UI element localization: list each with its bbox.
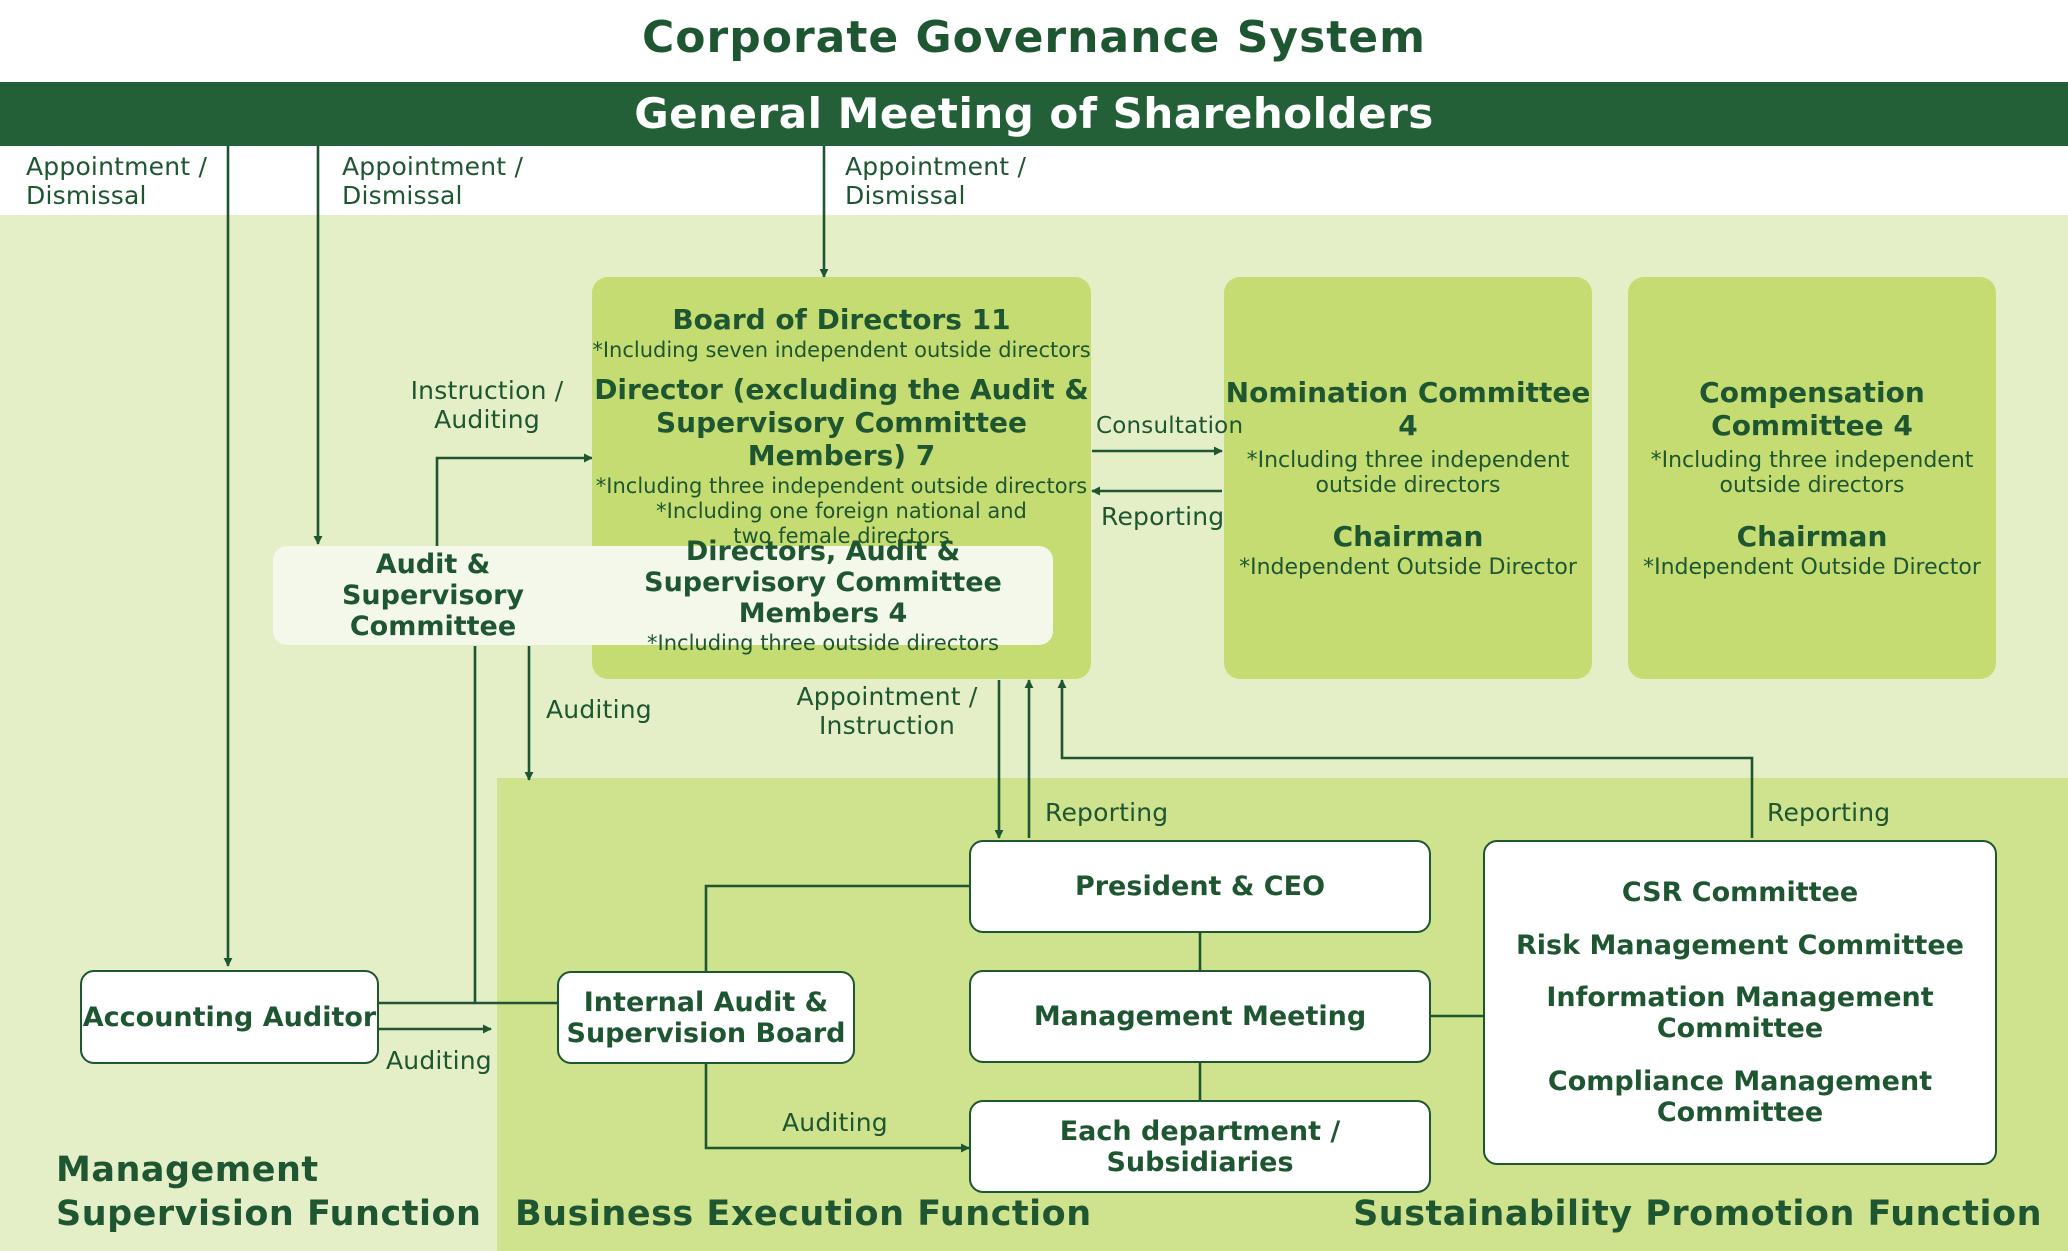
label-instruction-auditing: Instruction /Auditing: [410, 376, 564, 434]
arrow-internal-audit-departments: [704, 1063, 970, 1153]
compensation-chair: Chairman: [1736, 520, 1888, 553]
departments-box: Each department / Subsidiaries: [969, 1100, 1431, 1193]
nomination-committee-box: Nomination Committee 4 *Including three …: [1224, 277, 1592, 679]
label-appointment-dismissal-2: Appointment /Dismissal: [342, 152, 524, 210]
label-reporting-ceo: Reporting: [1045, 798, 1169, 827]
line-ceo-internal-audit: [704, 884, 969, 971]
risk-management-committee: Risk Management Committee: [1516, 929, 1964, 961]
arrow-reporting-sustainability: [1057, 679, 1754, 838]
audit-supervisory-committee-box: [273, 546, 1053, 645]
label-sustainability-promotion-function: Sustainability Promotion Function: [1353, 1194, 2042, 1234]
nomination-chair-note: *Independent Outside Director: [1239, 555, 1577, 580]
compensation-chair-note: *Independent Outside Director: [1643, 555, 1981, 580]
label-appointment-dismissal-3: Appointment /Dismissal: [845, 152, 1027, 210]
csr-committee: CSR Committee: [1621, 877, 1859, 909]
information-management-committee: Information Management Committee: [1546, 982, 1934, 1045]
label-business-execution-function: Business Execution Function: [515, 1194, 1092, 1234]
label-consultation: Consultation: [1096, 413, 1244, 439]
label-auditing-internal: Auditing: [782, 1108, 888, 1137]
director-title: Director (excluding the Audit &Superviso…: [594, 373, 1089, 472]
board-title: Board of Directors 11: [672, 303, 1011, 336]
sustainability-committees-box: CSR Committee Risk Management Committee …: [1483, 840, 1997, 1165]
line-committee-internal-audit: [473, 646, 557, 1005]
arrow-instruction-auditing: [435, 453, 593, 546]
page-title: Corporate Governance System: [642, 12, 1426, 63]
label-appointment-instruction: Appointment /Instruction: [796, 682, 978, 740]
asc-members: Directors, Audit &Supervisory Committee …: [593, 536, 1053, 655]
shareholders-bar: General Meeting of Shareholders: [0, 82, 2068, 146]
label-auditing-auditor: Auditing: [386, 1046, 492, 1075]
label-auditing-committee: Auditing: [546, 695, 652, 724]
asc-members-title: Directors, Audit &Supervisory Committee …: [644, 535, 1002, 629]
compensation-committee-box: Compensation Committee 4 *Including thre…: [1628, 277, 1996, 679]
label-reporting-committee: Reporting: [1101, 502, 1225, 531]
director-notes: *Including three independent outside dir…: [595, 474, 1088, 548]
accounting-auditor-box: Accounting Auditor: [80, 970, 379, 1064]
nomination-title: Nomination Committee 4: [1225, 376, 1591, 442]
president-ceo-box: President & CEO: [969, 840, 1431, 933]
board-note: *Including seven independent outside dir…: [592, 338, 1091, 362]
internal-audit-board-box: Internal Audit &Supervision Board: [557, 971, 855, 1064]
compliance-management-committee: Compliance Management Committee: [1547, 1065, 1933, 1128]
audit-supervisory-committee-label: Audit &Supervisory Committee: [341, 549, 524, 642]
label-appointment-dismissal-1: Appointment /Dismissal: [26, 152, 208, 210]
management-meeting-box: Management Meeting: [969, 970, 1431, 1063]
nomination-chair: Chairman: [1332, 520, 1484, 553]
asc-members-note: *Including three outside directors: [647, 630, 999, 655]
label-reporting-sustainability: Reporting: [1767, 798, 1891, 827]
compensation-title: Compensation Committee 4: [1699, 376, 1925, 442]
